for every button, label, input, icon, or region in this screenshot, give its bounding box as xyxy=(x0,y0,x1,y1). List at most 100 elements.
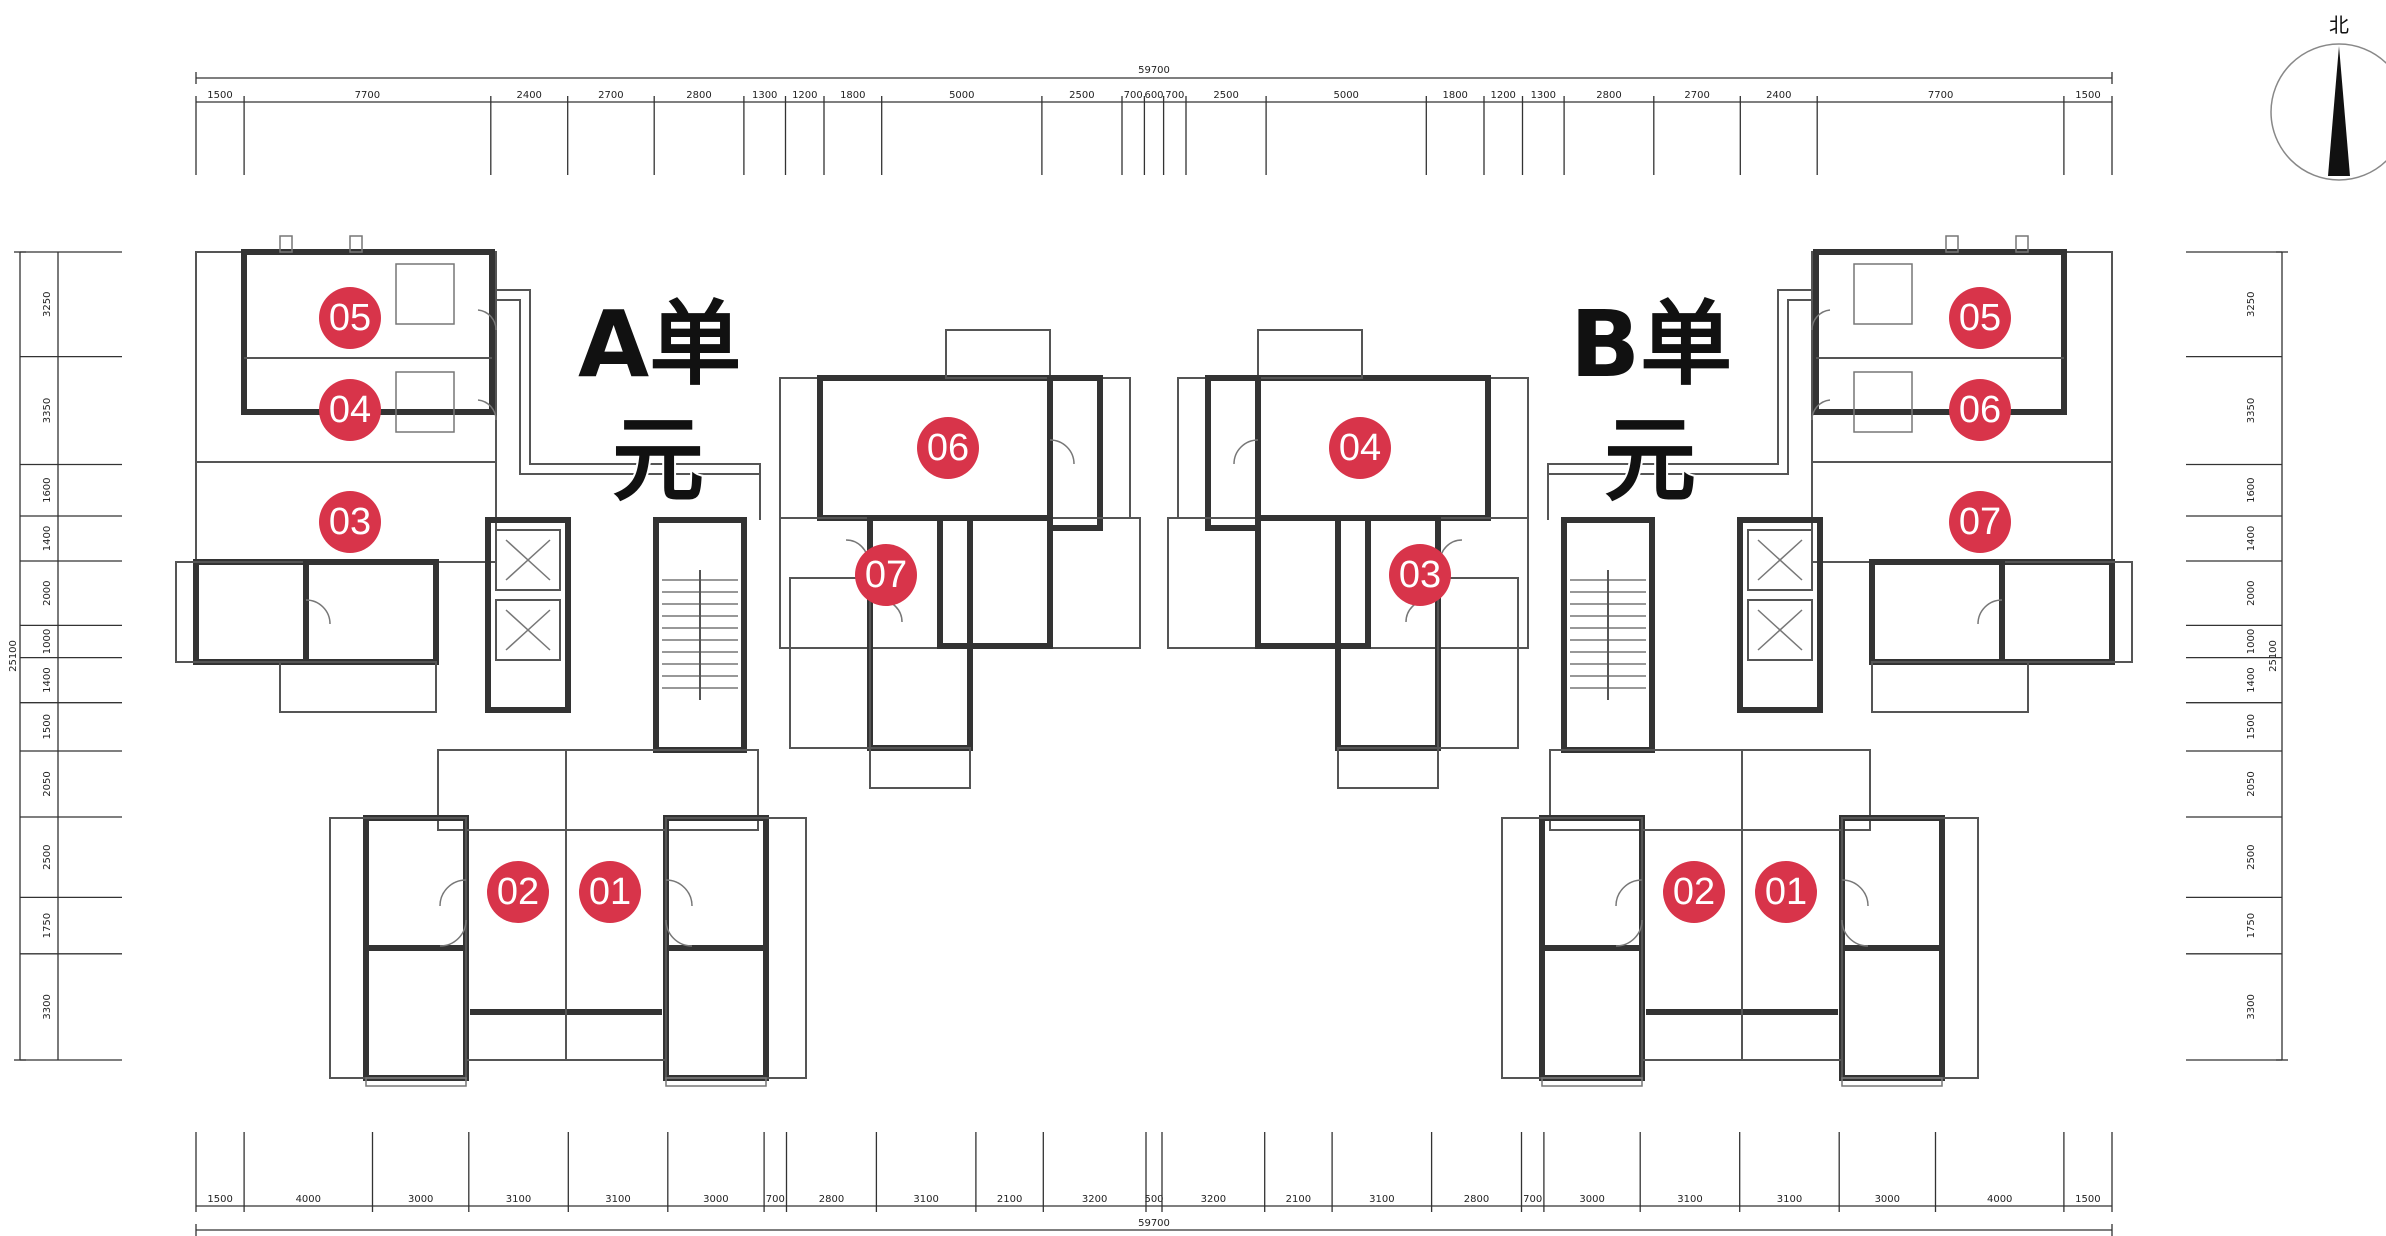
dimension-label: 1750 xyxy=(42,913,53,938)
apartment-badge: 05 xyxy=(319,287,381,349)
unit-b-label-line1: B单 xyxy=(1570,291,1732,398)
left-total-dimension: 25100 xyxy=(8,640,19,672)
unit-a-label: A单 元 xyxy=(576,289,743,516)
dimension-label: 2500 xyxy=(1213,90,1238,101)
dimension-label: 2500 xyxy=(42,844,53,869)
dimension-label: 4000 xyxy=(1987,1194,2012,1205)
dimension-label: 1400 xyxy=(42,667,53,692)
dimension-label: 1200 xyxy=(1490,90,1515,101)
dimension-label: 1400 xyxy=(42,526,53,551)
dimension-label: 700 xyxy=(1165,90,1184,101)
dimension-label: 3250 xyxy=(42,292,53,317)
dimension-label: 2800 xyxy=(1596,90,1621,101)
dimension-label: 5000 xyxy=(1333,90,1358,101)
dimension-label: 3350 xyxy=(42,398,53,423)
dimension-label: 1000 xyxy=(2246,629,2257,654)
unit-a-label-line2: 元 xyxy=(612,407,704,514)
apartment-badge: 03 xyxy=(319,491,381,553)
svg-text:01: 01 xyxy=(1765,871,1807,913)
dimension-label: 1500 xyxy=(207,90,232,101)
svg-text:06: 06 xyxy=(1959,389,2001,431)
apartment-badge: 03 xyxy=(1389,544,1451,606)
dimension-label: 3100 xyxy=(913,1194,938,1205)
dimension-label: 3350 xyxy=(2246,398,2257,423)
dimension-label: 1800 xyxy=(1442,90,1467,101)
dimension-label: 3300 xyxy=(2246,994,2257,1019)
svg-text:06: 06 xyxy=(927,427,969,469)
dimension-label: 3000 xyxy=(1875,1194,1900,1205)
dimension-label: 2700 xyxy=(1684,90,1709,101)
bottom-total-dimension: 59700 xyxy=(1138,1218,1170,1229)
dimension-label: 2500 xyxy=(2246,844,2257,869)
dimension-label: 2000 xyxy=(2246,580,2257,605)
dimension-label: 7700 xyxy=(355,90,380,101)
right-total-dimension: 25100 xyxy=(2268,640,2279,672)
dimension-label: 4000 xyxy=(296,1194,321,1205)
dimension-label: 700 xyxy=(1523,1194,1542,1205)
dimension-label: 3250 xyxy=(2246,292,2257,317)
dimension-label: 3100 xyxy=(1369,1194,1394,1205)
dimension-label: 1200 xyxy=(792,90,817,101)
dimension-label: 3100 xyxy=(506,1194,531,1205)
svg-text:05: 05 xyxy=(1959,297,2001,339)
dimension-label: 700 xyxy=(1124,90,1143,101)
dimension-label: 1400 xyxy=(2246,526,2257,551)
dimension-label: 3100 xyxy=(605,1194,630,1205)
svg-text:02: 02 xyxy=(497,871,539,913)
dimension-label: 1500 xyxy=(2075,90,2100,101)
dimension-label: 1600 xyxy=(42,477,53,502)
dimension-label: 1500 xyxy=(42,714,53,739)
dimension-label: 2800 xyxy=(686,90,711,101)
dimension-label: 2400 xyxy=(516,90,541,101)
dimension-label: 3000 xyxy=(408,1194,433,1205)
apartment-badge: 06 xyxy=(917,417,979,479)
dimension-label: 3000 xyxy=(703,1194,728,1205)
top-total-dimension: 59700 xyxy=(1138,65,1170,76)
apartment-badge: 01 xyxy=(1755,861,1817,923)
unit-b-label-line2: 元 xyxy=(1604,407,1696,514)
dimension-label: 1400 xyxy=(2246,667,2257,692)
dimension-label: 3300 xyxy=(42,994,53,1019)
apartment-badge: 05 xyxy=(1949,287,2011,349)
dimension-label: 500 xyxy=(1144,1194,1163,1205)
dimension-label: 2400 xyxy=(1766,90,1791,101)
north-arrow: 北 xyxy=(2270,13,2386,181)
dimension-label: 1800 xyxy=(840,90,865,101)
dimension-label: 1750 xyxy=(2246,913,2257,938)
svg-text:03: 03 xyxy=(329,501,371,543)
apartment-badge: 07 xyxy=(1949,491,2011,553)
dimension-label: 3100 xyxy=(1677,1194,1702,1205)
dimension-label: 2050 xyxy=(42,771,53,796)
dimension-label: 2800 xyxy=(819,1194,844,1205)
unit-a-label-line1: A单 xyxy=(578,291,741,398)
apartment-badge: 02 xyxy=(487,861,549,923)
apartment-badge: 07 xyxy=(855,544,917,606)
dimension-label: 7700 xyxy=(1928,90,1953,101)
apartment-badge: 02 xyxy=(1663,861,1725,923)
svg-text:03: 03 xyxy=(1399,554,1441,596)
dimension-label: 3200 xyxy=(1201,1194,1226,1205)
dimension-label: 1600 xyxy=(2246,477,2257,502)
svg-text:01: 01 xyxy=(589,871,631,913)
apartment-badge: 04 xyxy=(1329,417,1391,479)
right-dimension-chain: 25100 3250335016001400200010001400150020… xyxy=(2186,251,2288,1061)
dimension-label: 2800 xyxy=(1464,1194,1489,1205)
unit-b-label: B单 元 xyxy=(1568,289,1734,516)
apartment-badge: 01 xyxy=(579,861,641,923)
unit-a-plan xyxy=(175,235,1141,1087)
north-label: 北 xyxy=(2329,13,2349,37)
dimension-label: 1500 xyxy=(2075,1194,2100,1205)
svg-text:04: 04 xyxy=(329,389,371,431)
bottom-dimension-chain: 59700 1500 4000 3000 3100 3100 3000 700 2800 310… xyxy=(195,1132,2113,1236)
dimension-label: 2100 xyxy=(1286,1194,1311,1205)
dimension-label: 2700 xyxy=(598,90,623,101)
svg-text:02: 02 xyxy=(1673,871,1715,913)
apartment-badge: 04 xyxy=(319,379,381,441)
svg-text:05: 05 xyxy=(329,297,371,339)
left-dimension-chain: 25100 3250335016001400200010001400150020… xyxy=(8,251,122,1061)
svg-text:04: 04 xyxy=(1339,427,1381,469)
dimension-label: 3100 xyxy=(1777,1194,1802,1205)
dimension-label: 2000 xyxy=(42,580,53,605)
